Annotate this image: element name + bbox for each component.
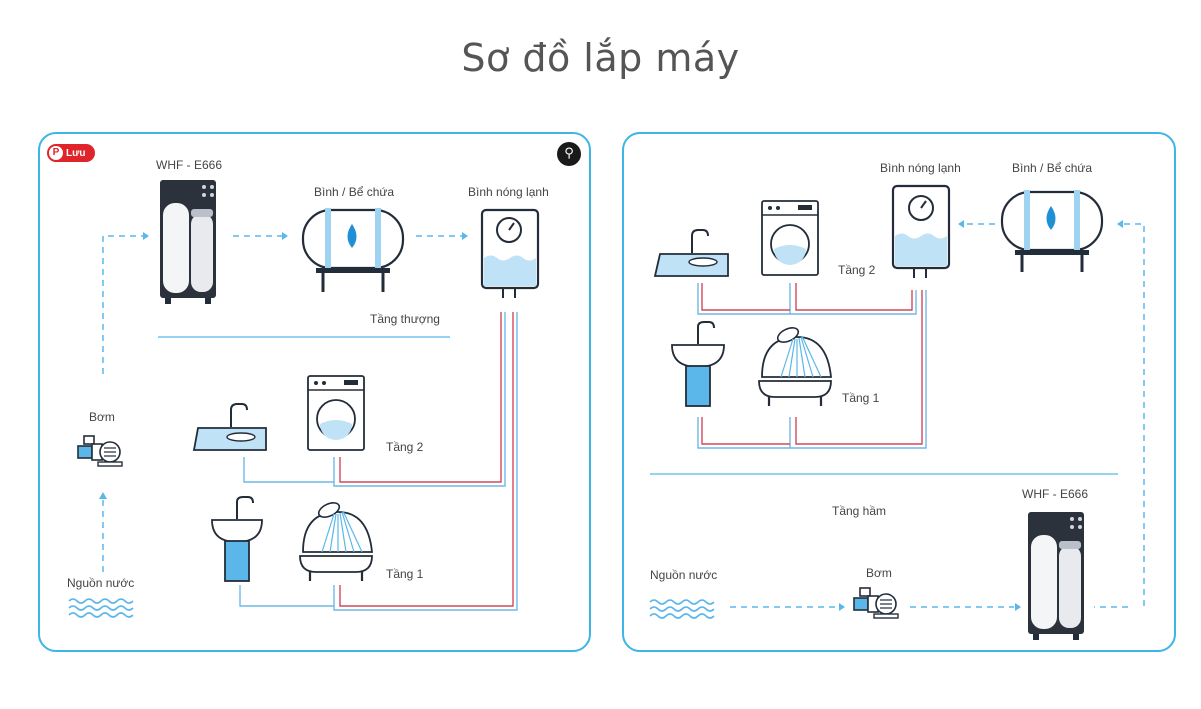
left-tank-label: Bình / Bể chứa (314, 185, 395, 199)
left-source-label: Nguồn nước (67, 576, 135, 590)
pump-icon (77, 435, 123, 467)
right-tank-label: Bình / Bể chứa (1012, 161, 1093, 175)
pump-icon (853, 587, 899, 619)
right-device-label: WHF - E666 (1022, 487, 1089, 501)
water-source-icon (68, 598, 134, 618)
save-label: Lưu (66, 147, 86, 159)
pinterest-save-button[interactable]: P Lưu (47, 144, 95, 162)
left-device-label: WHF - E666 (156, 158, 223, 172)
pedestal-sink-icon (211, 496, 263, 582)
pinterest-icon: P (49, 146, 63, 160)
water-heater-icon (891, 184, 951, 278)
left-heater-label: Bình nóng lạnh (468, 185, 549, 199)
left-floor2-label: Tầng 2 (386, 440, 424, 454)
washing-machine-icon (307, 375, 365, 451)
right-pump-label: Bơm (866, 566, 892, 580)
water-source-icon (649, 599, 715, 619)
left-top-floor-label: Tầng thượng (370, 312, 440, 326)
left-pump-label: Bơm (89, 410, 115, 424)
filter-machine-icon (1028, 512, 1084, 640)
kitchen-sink-icon (653, 229, 729, 277)
right-floor1-label: Tầng 1 (842, 391, 880, 405)
storage-tank-icon (301, 208, 405, 292)
right-heater-label: Bình nóng lạnh (880, 161, 961, 175)
storage-tank-icon (1000, 190, 1104, 272)
water-heater-icon (480, 208, 540, 298)
washing-machine-icon (761, 200, 819, 276)
filter-machine-icon (160, 180, 216, 304)
visual-search-icon[interactable]: ⚲ (557, 142, 581, 166)
page-title: Sơ đồ lắp máy (461, 36, 740, 80)
left-floor1-label: Tầng 1 (386, 567, 424, 581)
kitchen-sink-icon (192, 403, 267, 451)
bathtub-icon (758, 327, 832, 406)
bathtub-icon (299, 502, 373, 581)
right-floor2-label: Tầng 2 (838, 263, 876, 277)
right-source-label: Nguồn nước (650, 568, 718, 582)
pedestal-sink-icon (671, 321, 725, 407)
right-basement-label: Tầng hầm (832, 504, 887, 518)
